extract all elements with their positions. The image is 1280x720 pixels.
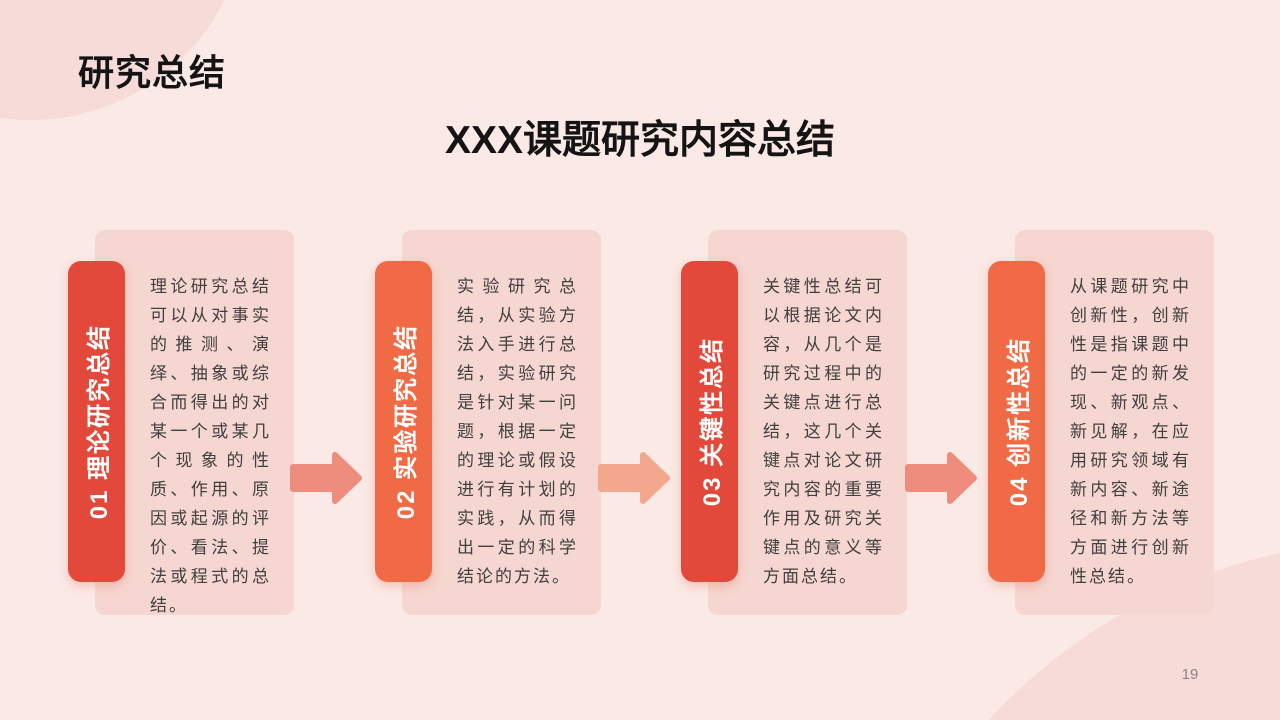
right-arrow-icon-2 [598,452,670,504]
summary-card-3: 关键性总结可以根据论文内容，从几个是研究过程中的关键点进行总结，这几个关键点对论… [681,230,907,615]
card-2-body: 实验研究总结，从实验方法入手进行总结，实验研究是针对某一问题，根据一定的理论或假… [457,277,578,586]
card-1-body: 理论研究总结可以从对事实的推测、演绎、抽象或综合而得出的对某一个或某几个现象的性… [150,277,271,615]
card-3-label: 03 关键性总结 [699,336,726,507]
main-title: XXX课题研究内容总结 [444,119,836,162]
card-4-panel: 从课题研究中创新性，创新性是指课题中的一定的新发现、新观点、新见解，在应用研究领… [1015,230,1214,615]
card-4-body: 从课题研究中创新性，创新性是指课题中的一定的新发现、新观点、新见解，在应用研究领… [1070,277,1191,586]
right-arrow-icon-3 [905,452,977,504]
card-4-label: 04 创新性总结 [1006,336,1033,507]
card-1-label: 01 理论研究总结 [86,323,113,520]
card-1-panel: 理论研究总结可以从对事实的推测、演绎、抽象或综合而得出的对某一个或某几个现象的性… [95,230,294,615]
page-title: 研究总结 [78,52,227,93]
card-2-panel: 实验研究总结，从实验方法入手进行总结，实验研究是针对某一问题，根据一定的理论或假… [402,230,601,615]
card-2-label-bar: 02 实验研究总结 [375,261,432,582]
right-arrow-icon-1 [290,452,362,504]
card-3-label-bar: 03 关键性总结 [681,261,738,582]
card-2-label: 02 实验研究总结 [393,323,420,520]
card-3-panel: 关键性总结可以根据论文内容，从几个是研究过程中的关键点进行总结，这几个关键点对论… [708,230,907,615]
card-1-label-bar: 01 理论研究总结 [68,261,125,582]
summary-card-2: 实验研究总结，从实验方法入手进行总结，实验研究是针对某一问题，根据一定的理论或假… [375,230,601,615]
card-3-body: 关键性总结可以根据论文内容，从几个是研究过程中的关键点进行总结，这几个关键点对论… [763,277,884,586]
summary-card-1: 理论研究总结可以从对事实的推测、演绎、抽象或综合而得出的对某一个或某几个现象的性… [68,230,294,615]
page-number: 19 [1181,666,1199,683]
card-4-label-bar: 04 创新性总结 [988,261,1045,582]
summary-card-4: 从课题研究中创新性，创新性是指课题中的一定的新发现、新观点、新见解，在应用研究领… [988,230,1214,615]
